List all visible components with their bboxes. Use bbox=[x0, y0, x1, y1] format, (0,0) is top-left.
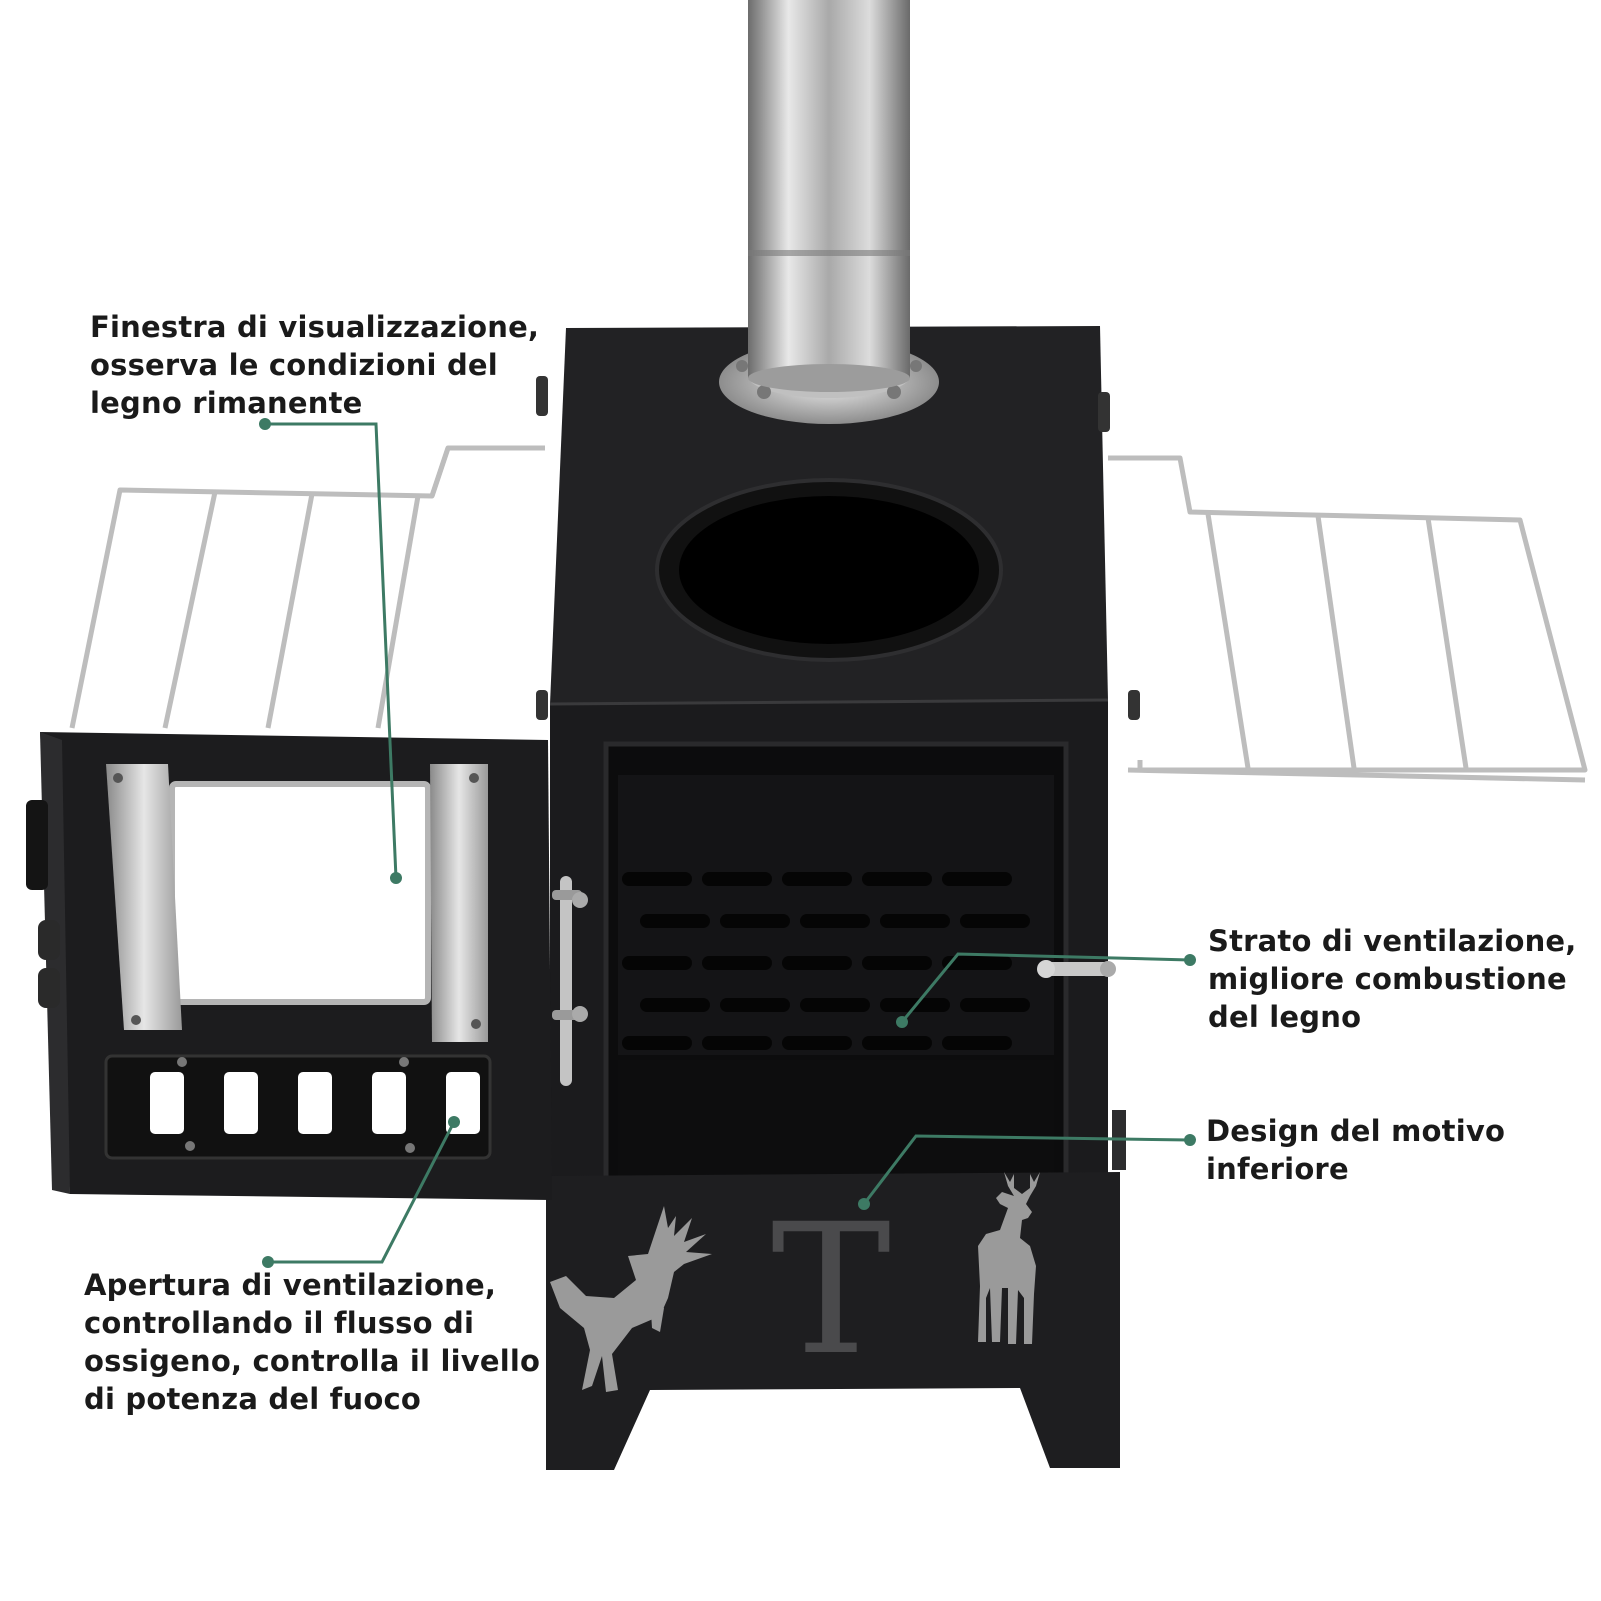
bottom-motif: T bbox=[550, 1172, 1040, 1395]
callout-line: Strato di ventilazione, bbox=[1208, 924, 1577, 958]
callout-line: osserva le condizioni del bbox=[90, 348, 498, 382]
viewing-window-marker bbox=[259, 418, 271, 430]
right-side-rack bbox=[1108, 455, 1588, 783]
door-hinge bbox=[552, 876, 588, 1086]
callout-line: inferiore bbox=[1206, 1152, 1349, 1186]
callout-line: Apertura di ventilazione, bbox=[84, 1268, 497, 1302]
callout-line: controllando il flusso di bbox=[84, 1306, 475, 1340]
callout-ventilation-opening: Apertura di ventilazione, controllando i… bbox=[84, 1266, 540, 1418]
ventilation-layer-marker bbox=[1184, 954, 1196, 966]
callout-line: legno rimanente bbox=[90, 386, 363, 420]
rearing-deer-icon bbox=[550, 1206, 712, 1392]
callout-viewing-window: Finestra di visualizzazione, osserva le … bbox=[90, 308, 539, 422]
stove-door-open bbox=[26, 732, 588, 1200]
callout-line: di potenza del fuoco bbox=[84, 1382, 421, 1416]
firebox bbox=[603, 741, 1116, 1187]
callout-line: Finestra di visualizzazione, bbox=[90, 310, 540, 344]
callout-line: Design del motivo bbox=[1206, 1114, 1506, 1148]
bottom-motif-marker bbox=[1184, 1134, 1196, 1146]
callout-line: ossigeno, controlla il livello bbox=[84, 1344, 541, 1378]
callout-line: del legno bbox=[1208, 1000, 1362, 1034]
left-side-rack bbox=[69, 445, 545, 729]
bottom-motif-letter: T bbox=[771, 1186, 891, 1395]
callout-ventilation-layer: Strato di ventilazione, migliore combust… bbox=[1208, 922, 1577, 1036]
viewing-window bbox=[169, 781, 431, 1005]
leader-lines bbox=[265, 422, 1191, 1264]
callout-line: migliore combustione bbox=[1208, 962, 1567, 996]
callout-bottom-pattern: Design del motivo inferiore bbox=[1206, 1112, 1505, 1188]
ventilation-opening-marker bbox=[262, 1256, 274, 1268]
standing-deer-icon bbox=[978, 1172, 1040, 1344]
